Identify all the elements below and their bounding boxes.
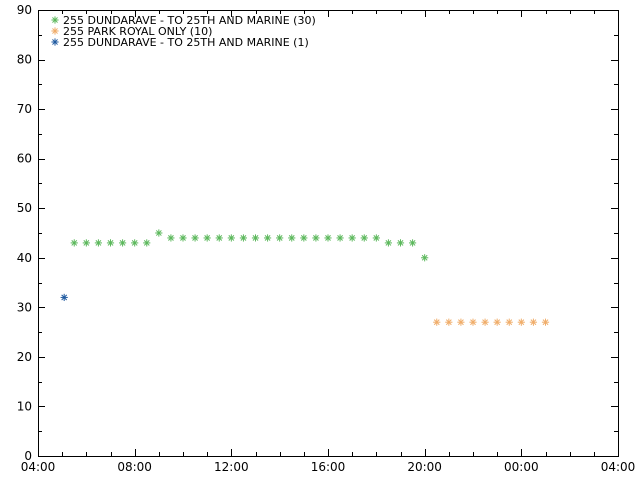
data-point [143,239,151,247]
plot-area [38,10,619,457]
data-point [191,234,199,242]
data-point [215,234,223,242]
data-point [106,239,115,247]
x-tick-label: 04:00 [21,460,56,474]
data-point [203,234,211,242]
legend-marker [51,38,59,46]
data-point [312,234,320,242]
data-point [155,229,163,237]
data-point [541,318,550,326]
data-point [227,234,235,242]
legend: 255 DUNDARAVE - TO 25TH AND MARINE (30)2… [51,14,316,49]
data-point [433,318,441,326]
data-point [457,318,465,326]
y-tick-label: 30 [17,300,32,314]
data-point [60,293,68,302]
data-point [324,234,332,242]
legend-entry: 255 DUNDARAVE - TO 25TH AND MARINE (30) [63,14,316,27]
data-point [481,318,489,326]
x-tick-label: 12:00 [214,460,249,474]
data-point [396,239,405,247]
data-point [300,234,308,242]
data-point [445,318,453,326]
axis-ticks [38,10,619,457]
data-point [167,234,175,242]
data-point [384,239,393,247]
data-point [529,318,538,326]
y-tick-label: 20 [17,350,32,364]
data-point [469,318,477,326]
data-points [60,229,550,326]
legend-marker [51,27,59,35]
data-point [263,234,272,242]
data-point [118,239,127,247]
y-tick-label: 10 [17,399,32,413]
y-tick-label: 90 [17,3,32,17]
data-point [276,234,284,242]
data-point [251,234,260,242]
data-point [239,234,248,242]
x-tick-label: 08:00 [117,460,152,474]
data-point [82,239,90,247]
data-point [372,234,380,242]
x-tick-label: 04:00 [601,460,636,474]
x-tick-labels: 04:00 08:00 12:00 16:00 20:00 00:00 04:00 [21,460,636,474]
data-point [94,239,103,247]
data-point [179,234,187,242]
y-tick-label: 0 [24,449,32,463]
y-tick-labels: 0 10 20 30 40 50 60 70 80 90 [17,3,32,463]
y-tick-label: 80 [17,53,32,67]
data-point [131,239,139,247]
data-point [408,239,417,247]
data-point [360,234,368,242]
data-point [70,239,78,247]
data-point [421,254,429,262]
legend-entry: 255 PARK ROYAL ONLY (10) [63,25,212,38]
y-tick-label: 60 [17,152,32,166]
data-point [493,318,501,326]
y-tick-label: 40 [17,251,32,265]
x-tick-label: 16:00 [311,460,346,474]
data-point [505,318,513,326]
x-tick-label: 20:00 [407,460,442,474]
data-point [288,234,296,242]
y-tick-label: 70 [17,102,32,116]
data-point [336,234,344,242]
x-tick-label: 00:00 [504,460,539,474]
y-tick-label: 50 [17,201,32,215]
data-point [517,318,525,326]
data-point [348,234,356,242]
legend-marker [51,16,59,24]
legend-entry: 255 DUNDARAVE - TO 25TH AND MARINE (1) [63,36,309,49]
